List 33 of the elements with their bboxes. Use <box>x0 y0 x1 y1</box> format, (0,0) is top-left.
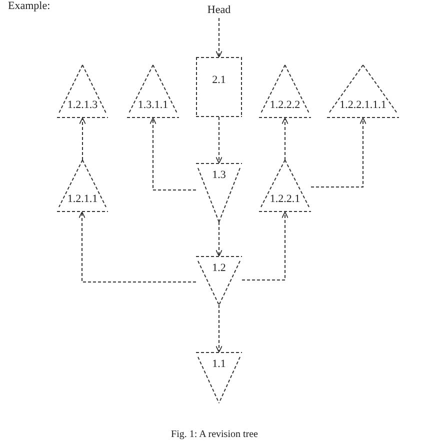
revision-number: 1.2.2.1 <box>268 193 302 205</box>
branch-revision-triangle <box>57 65 108 118</box>
branch-revision-triangle <box>259 160 311 212</box>
figure-caption: Fig. 1: A revision tree <box>170 429 259 440</box>
branch-revision-triangle <box>259 65 311 118</box>
branch-revision-triangle <box>57 160 108 212</box>
revision-arrow <box>216 222 222 256</box>
revision-arrow <box>216 116 222 164</box>
revision-number: 1.3 <box>211 169 227 181</box>
branch-revision-triangle <box>127 65 179 118</box>
intro-text: Example: <box>8 0 50 12</box>
revision-number: 1.2.2.1.1.1 <box>338 99 388 111</box>
revision-arrow <box>216 304 222 352</box>
revision-arrow <box>242 212 288 280</box>
trunk-revision-triangle <box>196 163 242 222</box>
head-revision-box <box>196 57 242 117</box>
revision-arrow <box>79 118 86 160</box>
revision-arrow <box>78 212 196 282</box>
revision-number: 1.1 <box>211 358 227 370</box>
revision-number: 2.1 <box>211 74 227 86</box>
revision-arrow <box>216 18 222 58</box>
revision-number: 1.2.2.2 <box>268 99 302 111</box>
revision-number: 1.2 <box>211 262 227 274</box>
revision-number: 1.3.1.1 <box>136 99 170 111</box>
revision-number: 1.2.1.1 <box>66 193 99 205</box>
revision-number: 1.2.1.3 <box>66 99 99 111</box>
branch-revision-triangle <box>327 65 399 118</box>
trunk-revision-triangle <box>196 256 242 305</box>
trunk-revision-triangle <box>196 352 242 403</box>
revision-arrow <box>150 118 196 190</box>
head-label: Head <box>206 4 232 16</box>
revision-arrow <box>282 118 288 160</box>
revision-arrow <box>310 118 366 188</box>
